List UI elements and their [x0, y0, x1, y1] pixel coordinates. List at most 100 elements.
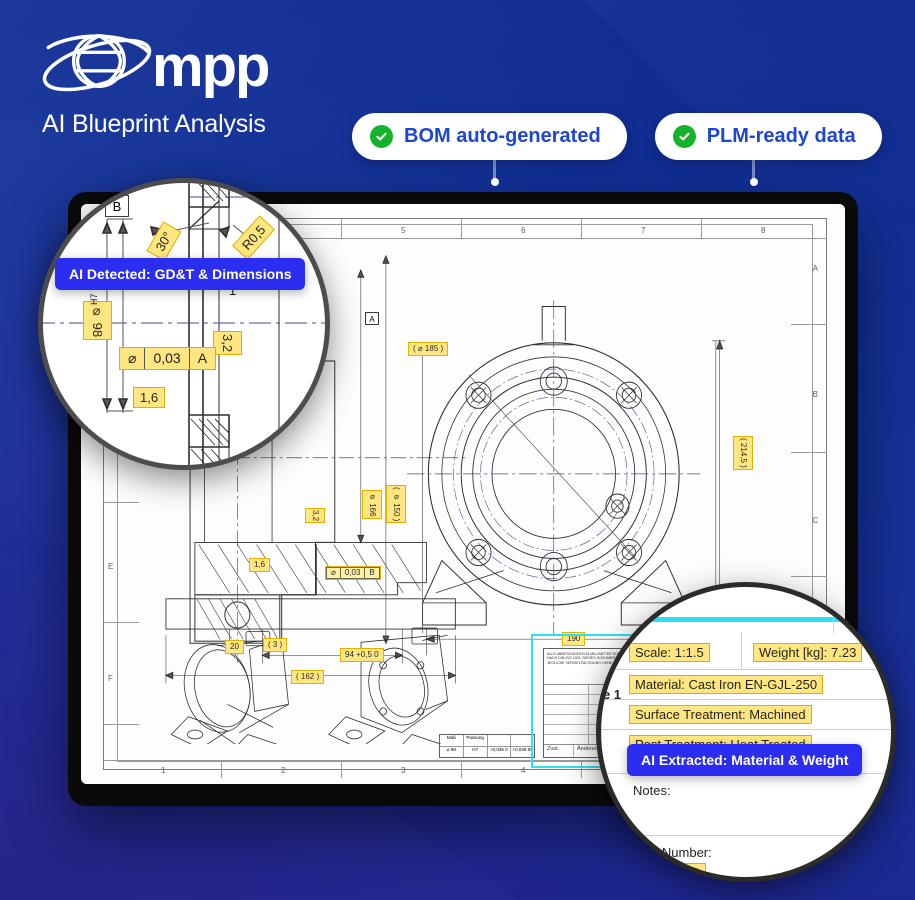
gdt-frame-mag: ⌀ 0,03 A: [119, 347, 217, 370]
badge-label: PLM-ready data: [706, 125, 856, 147]
cell: [544, 705, 589, 714]
fit-table: Maß Passung ⌀ 98 H7 +0,035 0 +0,035 98: [439, 734, 535, 758]
pill-connector-2: [749, 152, 758, 186]
drawing-frame-inner: [117, 224, 813, 762]
item-number-label: Item Number:: [633, 845, 712, 860]
brand-subtitle: AI Blueprint Analysis: [42, 110, 266, 138]
zone-top-6: 6: [521, 226, 526, 235]
magnifier-gdt[interactable]: B 30° R0,5 ⌀ 98 H7 1 3,2 1,6 ⌀ 0,03 A: [38, 178, 330, 470]
row-divider: [601, 669, 891, 670]
dim-190-chip: 190: [562, 632, 586, 646]
row-divider: [601, 729, 891, 730]
dim-1-label: 1: [229, 283, 237, 298]
brand-name: mpp: [152, 34, 270, 99]
surface-treatment-label: Surface Treatment:: [635, 707, 746, 722]
dim-185-chip: ( ⌀ 185 ): [408, 342, 449, 356]
check-circle-icon: [370, 125, 393, 148]
zone-tick: [461, 760, 462, 778]
material-label: Material:: [635, 677, 685, 692]
zone-tick: [103, 724, 139, 725]
weight-value: 7.23: [831, 645, 857, 660]
zone-bottom-2: 2: [281, 766, 286, 775]
tolerance-h7-label: H7: [89, 293, 99, 305]
pill-connector-1: [490, 152, 499, 186]
zone-right-a: A: [812, 264, 818, 273]
fit-header-2: [488, 735, 512, 746]
row-divider: [601, 835, 891, 836]
gdt-datum: B: [369, 568, 375, 577]
fit-value-2: +0,035 0: [488, 746, 512, 757]
col-divider: [833, 587, 834, 633]
zone-tick: [581, 760, 582, 778]
zone-top-8: 8: [761, 226, 766, 235]
scale-label: Scale:: [635, 645, 672, 660]
fit-value-1: H7: [464, 746, 488, 757]
zone-rule-bottom: [103, 760, 827, 761]
badge-bom-auto-generated[interactable]: BOM auto-generated: [352, 113, 627, 160]
material-value: Cast Iron EN-GJL-250: [688, 677, 818, 692]
badge-plm-ready-data[interactable]: PLM-ready data: [654, 113, 882, 160]
dim-20-chip: 20: [225, 640, 244, 654]
badge-label: BOM auto-generated: [404, 125, 601, 147]
zone-tick: [103, 502, 139, 503]
roughness-3-2-chip: 3,2: [305, 508, 325, 524]
check-circle-icon: [672, 125, 696, 148]
gdt-symbol: ⌀: [327, 568, 341, 578]
zone-right-c: C: [812, 516, 818, 525]
zone-tick: [103, 622, 139, 623]
dim-162-chip: ( 162 ): [291, 670, 325, 684]
zone-tick: [701, 218, 702, 238]
material-field: Material: Cast Iron EN-GJL-250: [629, 675, 824, 694]
dim-3-chip: ( 3 ): [263, 638, 288, 652]
zone-tick: [341, 760, 342, 778]
surface-treatment-value: Machined: [749, 707, 806, 722]
notes-label: Notes:: [633, 783, 671, 798]
ai-selection-edge: [601, 617, 891, 622]
zone-tick: [791, 452, 827, 453]
datum-a-box: A: [365, 312, 379, 325]
fit-header-3: [511, 735, 534, 746]
diameter-98-chip: ⌀ 98: [83, 301, 112, 341]
zone-bottom-3: 3: [401, 766, 406, 775]
zone-tick: [581, 218, 582, 238]
zone-tick: [461, 218, 462, 238]
dim-166-chip: ⌀ 166: [362, 490, 382, 519]
feature-badge-row: BOM auto-generated PLM-ready data: [352, 113, 882, 160]
dim-94-chip: 94 +0,5 0: [340, 648, 384, 662]
zone-rule-top: [103, 238, 827, 239]
cell: [544, 725, 589, 734]
zone-tick: [341, 218, 342, 238]
scale-field: Scale: 1:1.5: [629, 643, 710, 662]
gdt-runout-b-frame: ⌀ 0,03 B: [325, 566, 381, 580]
zone-right-b: B: [812, 390, 818, 399]
roughness-1-6-chip: 1,6: [249, 558, 271, 572]
zone-top-5: 5: [401, 226, 406, 235]
brand-block: mpp AI Blueprint Analysis: [38, 26, 270, 139]
zone-bottom-4: 4: [521, 766, 526, 775]
col-zust: Zust.: [544, 745, 574, 757]
fit-value-3: +0,035 98: [512, 746, 533, 752]
weight-label: Weight [kg]:: [759, 645, 828, 660]
cell: [544, 695, 589, 704]
blueprint-geometry: [156, 254, 726, 744]
zone-tick: [791, 324, 827, 325]
zone-bottom-1: 1: [161, 766, 166, 775]
mpp-globe-logo-icon: [38, 26, 156, 102]
magnifier-material[interactable]: de 1 Scale: 1:1.5 Weight [kg]: 7.23 Mate…: [596, 582, 896, 882]
ai-callout-gdt: AI Detected: GD&T & Dimensions: [55, 258, 306, 290]
gdt-datum: A: [197, 350, 208, 366]
cell: [544, 715, 589, 724]
partial-code-label: de 1: [596, 687, 622, 702]
roughness-3-2-chip-mag: 3,2: [213, 331, 242, 356]
datum-b-box: B: [105, 195, 129, 217]
gdt-tolerance: 0,03: [341, 568, 366, 578]
weight-field: Weight [kg]: 7.23: [753, 643, 863, 662]
fit-header-0: Maß: [440, 735, 464, 746]
fit-value-0: ⌀ 98: [440, 746, 464, 757]
ai-callout-material: AI Extracted: Material & Weight: [627, 744, 863, 776]
col-divider: [741, 633, 742, 669]
gdt-symbol: ⌀: [120, 348, 146, 369]
drawing-frame-outer: [103, 218, 827, 770]
magnifier-material-content: de 1 Scale: 1:1.5 Weight [kg]: 7.23 Mate…: [601, 587, 891, 877]
zone-top-7: 7: [641, 226, 646, 235]
